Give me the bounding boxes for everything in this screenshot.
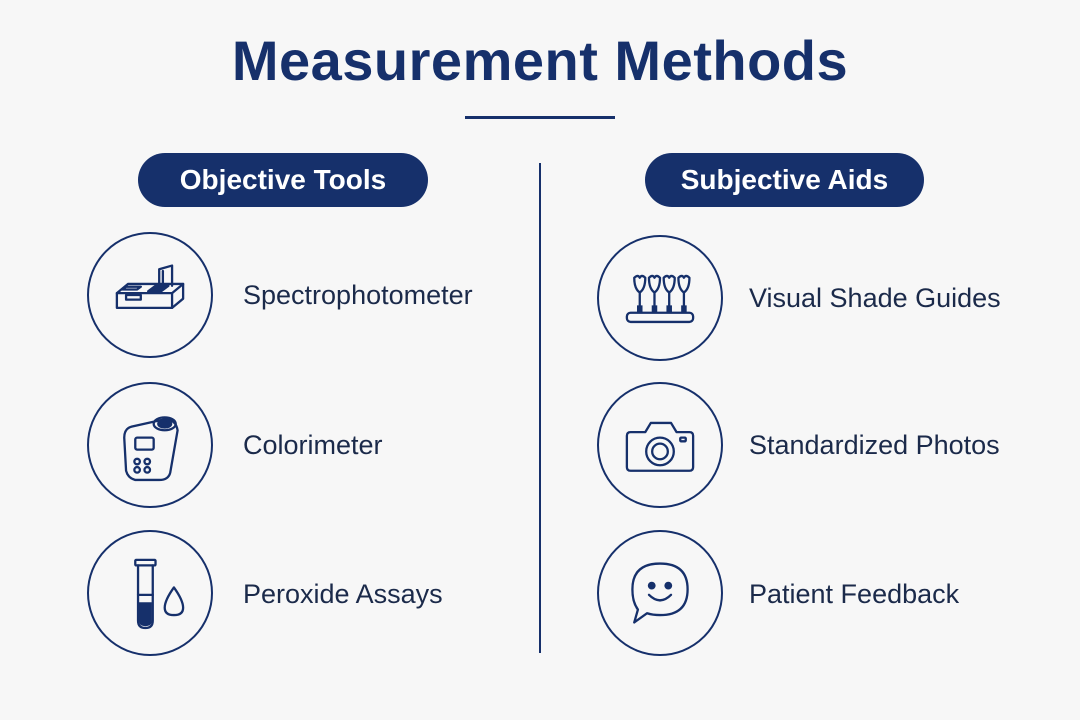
title-underline <box>465 116 615 119</box>
column-divider <box>539 163 541 653</box>
subjective-aids-header: Subjective Aids <box>645 153 924 207</box>
item-label-standardized-photos: Standardized Photos <box>749 430 1000 460</box>
colorimeter-icon <box>87 382 213 508</box>
test-tube-drop-icon <box>87 530 213 656</box>
shade-guide-teeth-icon <box>597 235 723 361</box>
item-label-visual-shade-guides: Visual Shade Guides <box>749 283 1001 313</box>
spectrophotometer-icon <box>87 232 213 358</box>
item-label-patient-feedback: Patient Feedback <box>749 579 960 609</box>
camera-icon <box>597 382 723 508</box>
item-label-spectrophotometer: Spectrophotometer <box>243 280 473 310</box>
item-label-colorimeter: Colorimeter <box>243 430 383 460</box>
page-title: Measurement Methods <box>231 29 849 92</box>
smiley-speech-bubble-icon <box>597 530 723 656</box>
objective-tools-header: Objective Tools <box>138 153 428 207</box>
item-label-peroxide-assays: Peroxide Assays <box>243 579 443 609</box>
